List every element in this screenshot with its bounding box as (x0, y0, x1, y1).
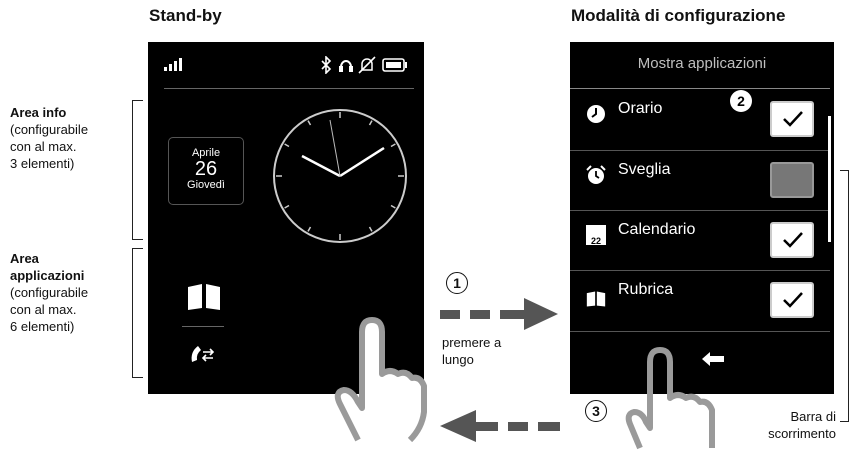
standby-heading: Stand-by (149, 6, 222, 25)
clock-icon (587, 105, 605, 123)
call-transfer-icon[interactable] (188, 342, 218, 366)
step-2-marker: 2 (730, 90, 752, 112)
step-3-marker: 3 (585, 400, 607, 422)
apps-area-bracket (132, 248, 143, 378)
long-press-label: premere a lungo (442, 335, 502, 367)
apps-divider (182, 326, 224, 327)
scrollbar-label: Barra di scorrimento (768, 409, 836, 441)
left-dashed-arrow (440, 410, 560, 442)
date-weekday: Giovedì (187, 179, 225, 191)
title-divider (570, 88, 830, 89)
config-screen: Mostra applicazioni Orario Sveglia 22 Ca… (570, 42, 834, 394)
check-icon (783, 292, 803, 308)
checkbox-rubrica[interactable] (770, 282, 814, 318)
config-item-label: Calendario (618, 221, 696, 238)
config-item-sveglia[interactable]: Sveglia (570, 150, 830, 211)
config-item-label: Orario (618, 100, 663, 117)
analog-clock[interactable] (270, 106, 410, 246)
ringer-off-icon (358, 56, 376, 74)
phonebook-icon[interactable] (186, 284, 222, 310)
info-area-title: Area info (10, 105, 67, 120)
step-1-marker: 1 (446, 272, 468, 294)
config-title: Mostra applicazioni (637, 55, 767, 72)
config-item-calendario[interactable]: 22 Calendario (570, 210, 830, 271)
calendar-icon: 22 (586, 225, 606, 246)
checkbox-sveglia[interactable] (770, 162, 814, 198)
bluetooth-icon (321, 56, 332, 74)
right-dashed-arrow (440, 298, 558, 330)
scrollbar-bracket (840, 170, 849, 422)
check-icon (783, 232, 803, 248)
config-item-rubrica[interactable]: Rubrica (570, 270, 830, 332)
config-item-orario[interactable]: Orario (570, 90, 830, 150)
back-arrow-icon[interactable] (702, 352, 724, 366)
config-item-label: Rubrica (618, 281, 674, 298)
info-area-label: Area info (configurabile con al max. 3 e… (10, 105, 89, 171)
checkbox-calendario[interactable] (770, 222, 814, 258)
date-month: Aprile (191, 147, 221, 159)
battery-icon (382, 58, 407, 72)
check-icon (783, 111, 803, 127)
hand-icon-config (625, 347, 715, 450)
hand-icon-standby (334, 317, 427, 442)
config-heading: Modalità di configurazione (571, 6, 786, 25)
status-divider (164, 88, 414, 89)
standby-screen: Aprile 26 Giovedì (148, 42, 424, 394)
checkbox-orario[interactable] (770, 101, 814, 137)
alarm-icon (586, 165, 606, 184)
signal-icon (164, 58, 182, 71)
apps-area-label: Area applicazioni (configurabile con al … (10, 251, 89, 334)
scrollbar[interactable] (828, 116, 831, 242)
config-item-label: Sveglia (618, 161, 671, 178)
headset-icon (339, 60, 353, 72)
info-area-bracket (132, 100, 143, 240)
date-day: 26 (194, 158, 218, 180)
phonebook-icon (586, 291, 606, 307)
date-widget[interactable]: Aprile 26 Giovedì (168, 137, 244, 205)
